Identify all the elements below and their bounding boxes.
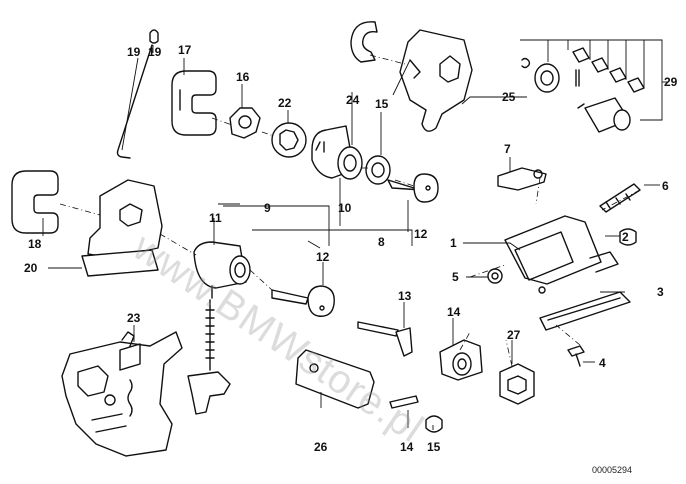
part-16-cap — [425, 415, 443, 433]
part-20-rod — [116, 44, 153, 159]
callout-16: 15 — [427, 440, 441, 454]
part-4-screw — [567, 345, 585, 367]
part-14-lock — [439, 339, 483, 381]
callout-20: 19 — [127, 45, 141, 59]
callout-11: 11 — [209, 211, 222, 225]
part-2-cap — [619, 228, 637, 246]
callout-8: 8 — [378, 235, 385, 249]
part-5-nut — [487, 268, 503, 284]
callout-9: 9 — [264, 201, 271, 215]
callout-12-upper: 12 — [414, 227, 428, 241]
callout-29: 29 — [664, 75, 678, 89]
callout-2: 2 — [622, 230, 629, 244]
callout-6: 6 — [662, 179, 669, 193]
callout-28: 27 — [507, 328, 521, 342]
part-6-bolt — [599, 183, 641, 213]
callout-12-lower: 12 — [316, 250, 330, 264]
part-27-plate — [295, 349, 375, 409]
part-19-clip-upper — [171, 70, 217, 136]
part-7-plate — [497, 167, 547, 191]
part-13-key-blank — [357, 321, 413, 357]
part-19-clip-lower — [11, 170, 59, 234]
part-23-ring — [271, 122, 307, 158]
callout-24: 23 — [127, 311, 141, 325]
callout-17: 15 — [375, 97, 389, 111]
callout-13: 13 — [398, 289, 412, 303]
callout-21: 19 — [148, 45, 162, 59]
part-11-linkage — [187, 299, 231, 415]
part-1-housing — [504, 215, 619, 294]
callout-26: 25 — [502, 90, 516, 104]
part-12-key-upper — [387, 173, 439, 203]
part-12-key-lower — [271, 285, 335, 317]
callout-23: 22 — [278, 96, 292, 110]
callout-7: 7 — [504, 142, 511, 156]
callout-4: 4 — [599, 356, 606, 370]
part-15-screw — [389, 395, 419, 409]
callout-5: 5 — [452, 270, 459, 284]
part-17-ring — [365, 155, 391, 185]
callout-19-lower: 18 — [28, 237, 42, 251]
callout-18: 16 — [236, 70, 250, 84]
part-26-bracket — [399, 29, 473, 132]
part-3-handle — [539, 291, 631, 331]
part-28-cap — [499, 363, 535, 405]
callout-1: 1 — [450, 236, 457, 250]
part-24-mechanism — [61, 331, 183, 457]
callout-10: 10 — [338, 201, 352, 215]
part-10-lock-cylinder — [311, 125, 363, 180]
callout-3: 3 — [657, 285, 664, 299]
part-11-lock-cylinder — [193, 241, 251, 299]
callout-22: 20 — [24, 261, 38, 275]
callout-27: 26 — [314, 440, 328, 454]
callout-15: 14 — [400, 440, 414, 454]
part-29-kit — [521, 47, 645, 133]
part-21-cap — [149, 29, 159, 44]
part-22-bracket — [81, 179, 163, 277]
document-number: 00005294 — [592, 465, 633, 475]
callout-14: 14 — [447, 305, 461, 319]
callout-19-upper: 17 — [178, 43, 192, 57]
callout-25: 24 — [346, 93, 360, 107]
part-18-washer — [229, 107, 261, 139]
